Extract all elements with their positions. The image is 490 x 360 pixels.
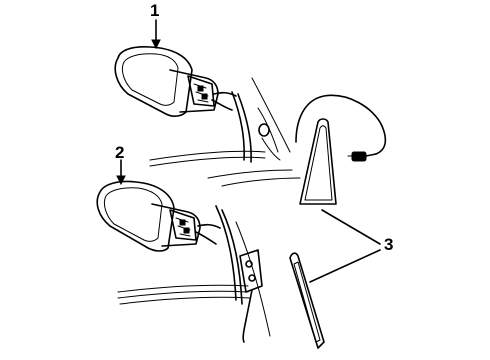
lower-outside-mirror [96,180,221,252]
mirror-wire-harness [295,94,387,162]
callout-1-label: 1 [150,1,159,20]
callout-leaders [116,19,381,283]
upper-corner-glass [299,118,337,205]
callout-2-label: 2 [115,143,124,162]
callout-3-label: 3 [384,235,393,254]
lower-corner-glass [289,252,325,349]
lower-door-body [117,205,271,343]
upper-outside-mirror [114,46,237,117]
upper-door-body [149,77,301,187]
